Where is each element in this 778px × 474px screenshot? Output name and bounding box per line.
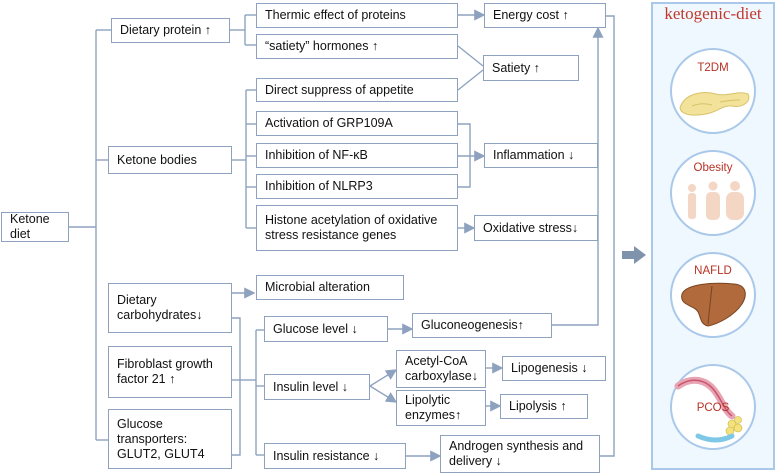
nfkb-label: Inhibition of NF-κB	[265, 148, 368, 162]
liver-icon	[681, 282, 746, 327]
fgf21-label: Fibroblast growth factor 21 ↑	[117, 357, 213, 386]
energy-cost-label: Energy cost ↑	[493, 8, 569, 22]
nafld-label: NAFLD	[694, 265, 732, 277]
thermic-effect-box: Thermic effect of proteins	[256, 3, 458, 28]
direct-suppress-box: Direct suppress of appetite	[256, 78, 458, 102]
oxidative-stress-label: Oxidative stress↓	[483, 220, 579, 235]
ovary-icon	[674, 376, 743, 443]
inflammation-box: Inflammation ↓	[484, 143, 598, 168]
glucose-level-box: Glucose level ↓	[264, 316, 388, 342]
energy-cost-box: Energy cost ↑	[484, 3, 606, 28]
insulin-resistance-box: Insulin resistance ↓	[264, 443, 406, 469]
dietary-protein-box: Dietary protein ↑	[111, 18, 230, 43]
direct-suppress-label: Direct suppress of appetite	[265, 82, 414, 97]
microbial-alteration-label: Microbial alteration	[265, 280, 370, 294]
ketone-diet-label: Ketone diet	[10, 212, 50, 241]
obesity-circle	[670, 150, 756, 236]
androgen-synthesis-label: Androgen synthesis and delivery ↓	[449, 439, 584, 468]
dietary-carbohydrates-label: Dietary carbohydrates↓	[117, 293, 203, 322]
histone-box: Histone acetylation of oxidative stress …	[256, 205, 458, 251]
human-silhouettes-icon	[688, 181, 744, 220]
ketone-bodies-label: Ketone bodies	[117, 152, 197, 167]
lipolytic-enzymes-label: Lipolytic enzymes↑	[405, 393, 462, 422]
microbial-alteration-box: Microbial alteration	[256, 275, 404, 300]
pcos-label: PCOS	[696, 402, 730, 414]
dietary-carbohydrates-box: Dietary carbohydrates↓	[108, 283, 232, 333]
histone-label: Histone acetylation of oxidative stress …	[265, 213, 438, 242]
nfkb-box: Inhibition of NF-κB	[256, 143, 458, 168]
lipogenesis-box: Lipogenesis ↓	[502, 356, 606, 381]
right-arrow-icon	[622, 246, 646, 264]
nlrp3-label: Inhibition of NLRP3	[265, 179, 373, 193]
t2dm-label: T2DM	[697, 62, 729, 74]
acetyl-coa-label: Acetyl-CoA carboxylase↓	[405, 354, 478, 383]
satiety-hormones-label: “satiety” hormones ↑	[265, 39, 379, 53]
t2dm-circle	[670, 48, 756, 134]
ketone-bodies-box: Ketone bodies	[108, 146, 232, 174]
nlrp3-box: Inhibition of NLRP3	[256, 174, 458, 199]
oxidative-stress-box: Oxidative stress↓	[474, 215, 598, 241]
insulin-resistance-label: Insulin resistance ↓	[273, 448, 380, 463]
glucose-transporters-box: Glucose transporters: GLUT2, GLUT4	[108, 409, 232, 469]
androgen-synthesis-box: Androgen synthesis and delivery ↓	[440, 435, 600, 473]
nafld-circle	[670, 252, 756, 338]
panel-title: ketogenic-diet	[664, 4, 762, 23]
glucose-transporters-label: Glucose transporters: GLUT2, GLUT4	[117, 416, 205, 461]
dietary-protein-label: Dietary protein ↑	[120, 23, 212, 37]
insulin-level-box: Insulin level ↓	[264, 374, 370, 400]
gluconeogenesis-label: Gluconeogenesis↑	[421, 318, 524, 332]
obesity-label: Obesity	[693, 162, 733, 174]
lipolytic-enzymes-box: Lipolytic enzymes↑	[396, 390, 486, 426]
glucose-level-label: Glucose level ↓	[273, 321, 358, 336]
lipolysis-box: Lipolysis ↑	[500, 394, 588, 419]
pcos-circle	[670, 364, 756, 450]
thermic-effect-label: Thermic effect of proteins	[265, 8, 406, 22]
satiety-hormones-box: “satiety” hormones ↑	[256, 34, 458, 59]
fgf21-box: Fibroblast growth factor 21 ↑	[108, 346, 232, 398]
lipolysis-label: Lipolysis ↑	[509, 399, 567, 413]
acetyl-coa-box: Acetyl-CoA carboxylase↓	[396, 350, 486, 388]
insulin-level-label: Insulin level ↓	[273, 379, 349, 394]
satiety-box: Satiety ↑	[483, 55, 579, 81]
satiety-label: Satiety ↑	[492, 60, 540, 75]
grp109a-box: Activation of GRP109A	[256, 111, 458, 136]
grp109a-label: Activation of GRP109A	[265, 116, 393, 130]
pancreas-icon	[679, 92, 750, 116]
lipogenesis-label: Lipogenesis ↓	[511, 361, 588, 375]
inflammation-label: Inflammation ↓	[493, 148, 575, 162]
ketone-diet-box: Ketone diet	[1, 212, 69, 242]
gluconeogenesis-box: Gluconeogenesis↑	[412, 313, 552, 338]
